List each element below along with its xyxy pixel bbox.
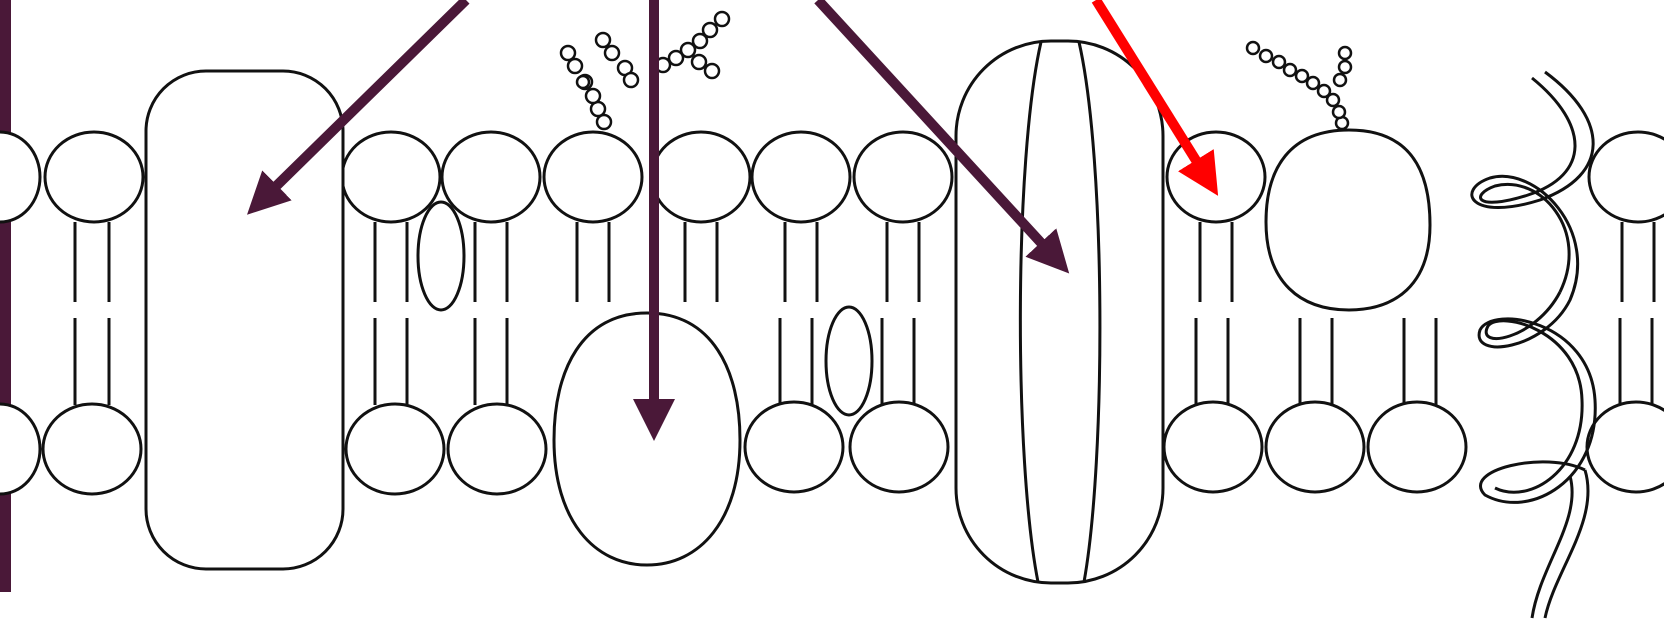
cholesterol	[416, 200, 466, 312]
carbohydrate-chain	[559, 31, 640, 131]
phospholipid-head	[750, 130, 852, 224]
phospholipid-head	[1264, 400, 1366, 494]
lower-lipid-tails	[73, 318, 1654, 405]
channel-protein	[144, 69, 345, 571]
integral-protein	[954, 39, 1165, 585]
highlight-arrow	[1091, 0, 1219, 196]
carbohydrate-chain	[654, 10, 731, 80]
phospholipid-head	[440, 130, 542, 224]
upper-heads	[0, 130, 1664, 224]
phospholipid-head	[340, 130, 442, 224]
phospholipid-head	[848, 400, 950, 494]
upper-lipid-tails	[73, 222, 1656, 302]
left-bar	[0, 0, 11, 592]
cholesterol	[824, 305, 874, 417]
peripheral-protein	[552, 311, 742, 567]
phospholipid-head	[1587, 130, 1664, 224]
phospholipid-head	[344, 402, 446, 496]
glycoprotein	[1264, 128, 1432, 312]
phospholipid-head	[446, 402, 548, 496]
alpha-helix-protein	[1470, 70, 1597, 619]
phospholipid-head	[743, 400, 845, 494]
phospholipid-head	[1585, 400, 1664, 494]
phospholipid-head	[41, 402, 143, 496]
phospholipid-head	[43, 130, 145, 224]
phospholipid-head	[542, 130, 644, 224]
phospholipid-head	[0, 130, 42, 224]
phospholipid-head	[0, 402, 42, 496]
pointer-arrow	[814, 0, 1070, 274]
pointer-arrow	[247, 0, 470, 215]
phospholipid-head	[1162, 400, 1264, 494]
carbohydrate-chain	[1245, 40, 1353, 131]
phospholipid-head	[1366, 400, 1468, 494]
phospholipid-head	[852, 130, 954, 224]
phospholipid-head	[650, 130, 752, 224]
